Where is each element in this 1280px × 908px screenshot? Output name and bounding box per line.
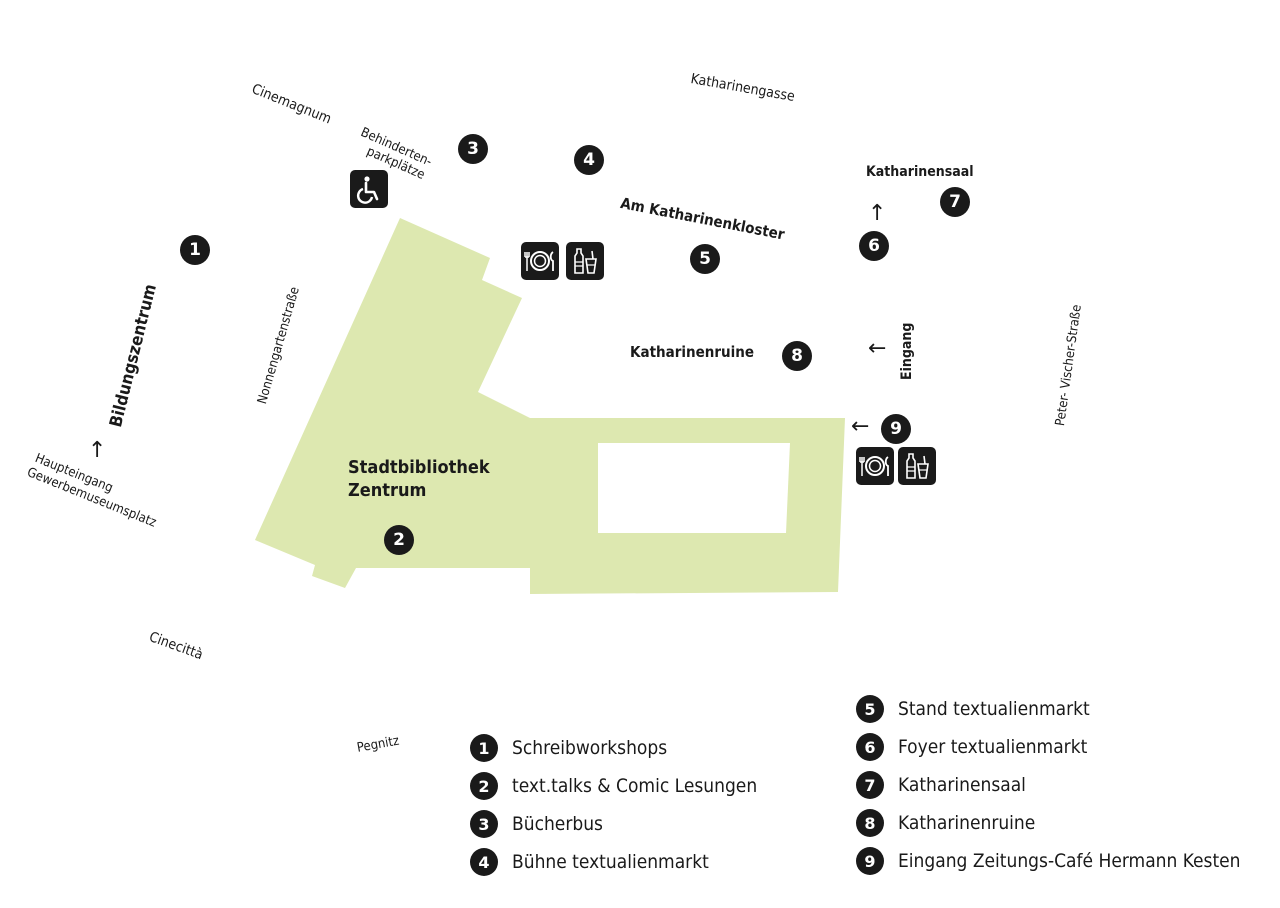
restaurant-icon	[856, 447, 894, 485]
legend-marker: 1	[470, 734, 498, 762]
legend-item-4: 4 Bühne textualienmarkt	[470, 848, 709, 876]
label-katharinenruine: Katharinenruine	[630, 343, 755, 361]
legend-label: Stand textualienmarkt	[898, 698, 1090, 720]
map-marker-9[interactable]: 9	[881, 414, 911, 444]
map-marker-4[interactable]: 4	[574, 145, 604, 175]
map-marker-5[interactable]: 5	[690, 244, 720, 274]
map-marker-6[interactable]: 6	[859, 231, 889, 261]
map-marker-7[interactable]: 7	[940, 187, 970, 217]
legend-label: Foyer textualienmarkt	[898, 736, 1088, 758]
legend-item-3: 3 Bücherbus	[470, 810, 603, 838]
library-courtyard	[598, 443, 790, 533]
label-katharinensaal: Katharinensaal	[866, 164, 974, 180]
legend-item-2: 2 text.talks & Comic Lesungen	[470, 772, 757, 800]
restaurant-icon	[521, 242, 559, 280]
arrow-up-icon: ↑	[88, 438, 107, 463]
legend-marker: 7	[856, 771, 884, 799]
legend-label: Katharinenruine	[898, 812, 1036, 834]
legend-label: Eingang Zeitungs-Café Hermann Kesten	[898, 850, 1241, 872]
legend-marker: 2	[470, 772, 498, 800]
label-stadtbibliothek-line2: Zentrum	[348, 480, 427, 501]
drinks-icon	[566, 242, 604, 280]
label-eingang: Eingang	[899, 322, 915, 380]
legend-marker: 4	[470, 848, 498, 876]
legend-label: Bühne textualienmarkt	[512, 851, 709, 873]
legend-marker: 3	[470, 810, 498, 838]
arrow-up-icon: ↑	[868, 201, 887, 226]
legend-label: text.talks & Comic Lesungen	[512, 775, 758, 797]
drinks-icon	[898, 447, 936, 485]
map-marker-3[interactable]: 3	[458, 134, 488, 164]
legend-label: Schreibworkshops	[512, 737, 668, 759]
legend-item-6: 6 Foyer textualienmarkt	[856, 733, 1087, 761]
map-marker-8[interactable]: 8	[782, 341, 812, 371]
legend-item-9: 9 Eingang Zeitungs-Café Hermann Kesten	[856, 847, 1241, 875]
legend-marker: 5	[856, 695, 884, 723]
legend-label: Bücherbus	[512, 813, 603, 835]
wheelchair-icon	[350, 170, 388, 208]
arrow-left-icon: ←	[868, 336, 887, 361]
legend-label: Katharinensaal	[898, 774, 1026, 796]
legend-item-5: 5 Stand textualienmarkt	[856, 695, 1090, 723]
legend-marker: 8	[856, 809, 884, 837]
map-marker-2[interactable]: 2	[384, 525, 414, 555]
label-stadtbibliothek-line1: Stadtbibliothek	[348, 457, 490, 478]
legend-marker: 6	[856, 733, 884, 761]
legend-item-7: 7 Katharinensaal	[856, 771, 1026, 799]
legend-marker: 9	[856, 847, 884, 875]
arrow-left-icon: ←	[851, 414, 870, 439]
legend-item-1: 1 Schreibworkshops	[470, 734, 667, 762]
legend-item-8: 8 Katharinenruine	[856, 809, 1035, 837]
map-marker-1[interactable]: 1	[180, 235, 210, 265]
